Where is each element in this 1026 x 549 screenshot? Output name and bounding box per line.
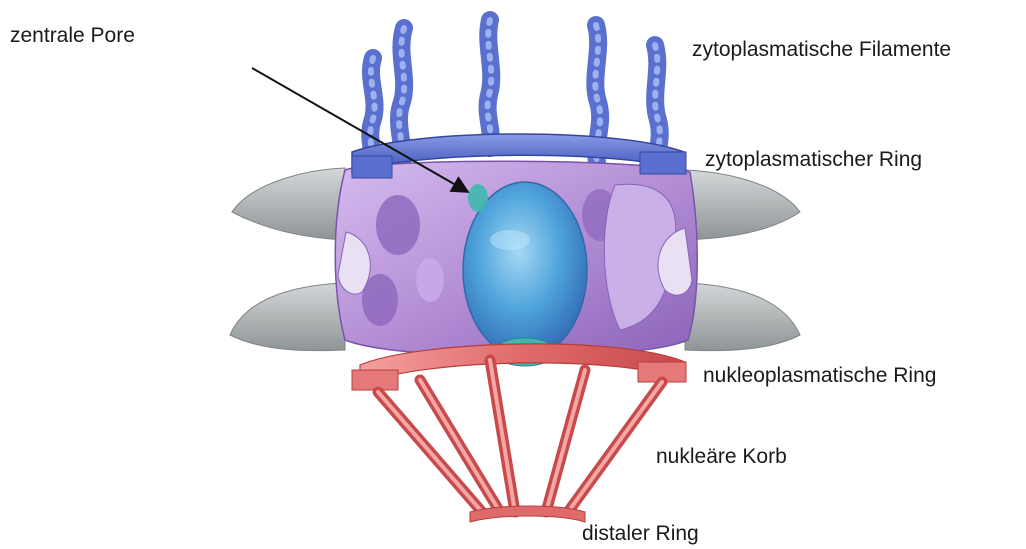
label-nuclear-basket: nukleäre Korb [656, 445, 787, 468]
label-central-pore: zentrale Pore [10, 24, 135, 47]
label-nucleoplasmic-ring: nukleoplasmatische Ring [703, 364, 936, 387]
membrane-inner-right [685, 283, 800, 351]
distal-ring-shape [470, 506, 585, 522]
filament [488, 20, 492, 148]
label-distal-ring: distaler Ring [582, 522, 699, 545]
label-cytoplasmic-ring: zytoplasmatischer Ring [705, 148, 922, 171]
membrane-outer-left [232, 168, 345, 240]
membrane-outer-right [685, 170, 800, 240]
membrane-inner-left [230, 283, 345, 351]
label-cytoplasmic-filaments: zytoplasmatische Filamente [692, 38, 951, 61]
nuclear-basket [378, 360, 662, 512]
